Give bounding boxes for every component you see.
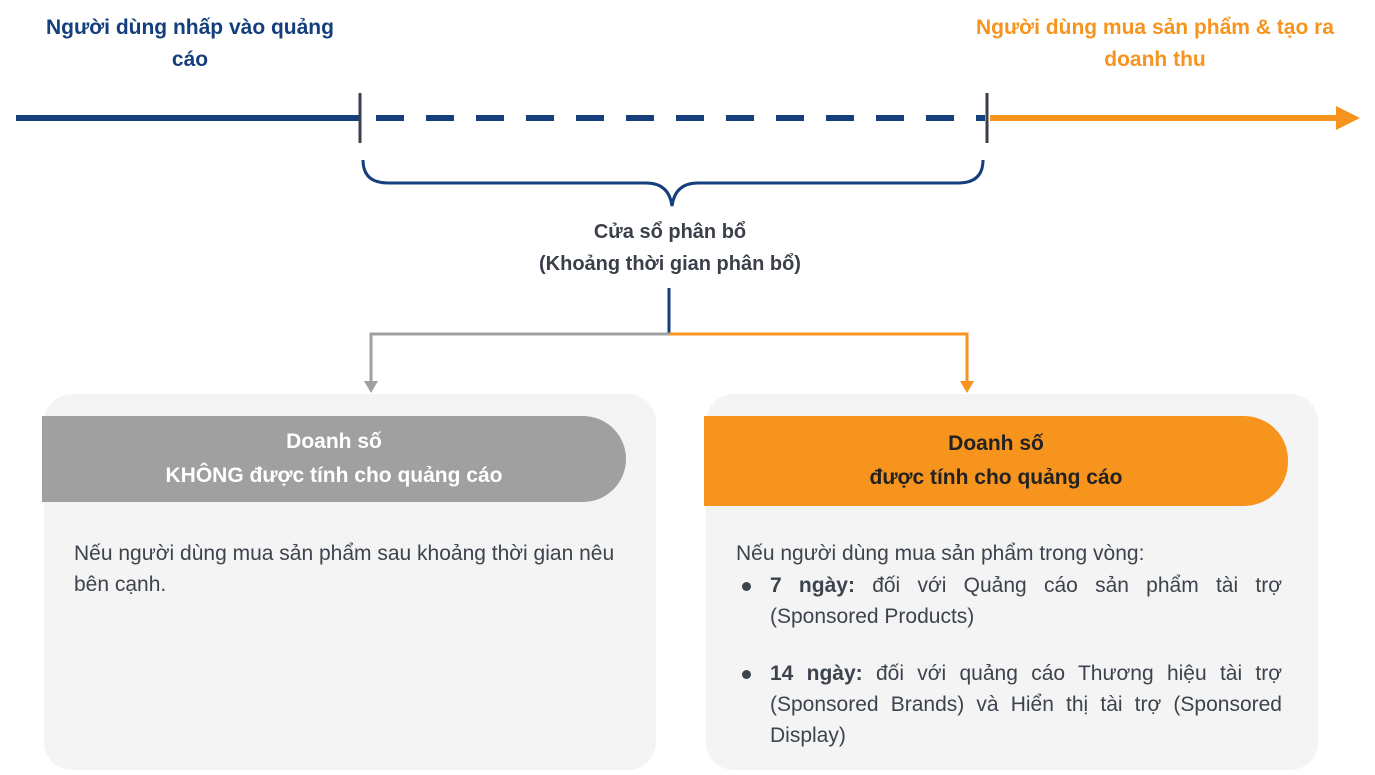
purchase-label: Người dùng mua sản phẩm & tạo ra doanh t… <box>975 16 1334 71</box>
not-attributed-card: Doanh số KHÔNG được tính cho quảng cáo N… <box>42 394 656 770</box>
connector-right-arrowhead <box>960 381 974 393</box>
connector-right <box>669 332 969 383</box>
not-attributed-description: Nếu người dùng mua sản phẩm sau khoảng t… <box>74 542 615 596</box>
list-item: 14 ngày: đối với quảng cáo Thương hiệu t… <box>736 658 1282 751</box>
list-item: 7 ngày: đối với Quảng cáo sản phẩm tài t… <box>736 570 1282 632</box>
attributed-card: Doanh số được tính cho quảng cáo Nếu ngư… <box>704 394 1318 770</box>
click-label: Người dùng nhấp vào quảng cáo <box>46 16 334 71</box>
connector-left <box>369 332 669 383</box>
attributed-banner: Doanh số được tính cho quảng cáo <box>704 416 1288 506</box>
bullet-text: đối với Quảng cáo sản phẩm tài trợ (Spon… <box>770 574 1282 628</box>
attributed-description: Nếu người dùng mua sản phẩm trong vòng: … <box>736 538 1282 751</box>
bullet-days-label: 7 ngày: <box>770 574 855 597</box>
attribution-window-subtitle: (Khoảng thời gian phân bổ) <box>539 253 801 275</box>
bullet-text: đối với quảng cáo Thương hiệu tài trợ (S… <box>770 662 1283 747</box>
attributed-title-line2: được tính cho quảng cáo <box>869 466 1123 489</box>
timeline-arrowhead <box>1336 106 1360 130</box>
attribution-window-title: Cửa sổ phân bổ <box>593 221 747 243</box>
bullet-days-label: 14 ngày: <box>770 662 863 685</box>
attribution-window-label: Cửa sổ phân bổ (Khoảng thời gian phân bổ… <box>480 216 860 280</box>
attribution-window-list: 7 ngày: đối với Quảng cáo sản phẩm tài t… <box>736 570 1282 751</box>
window-brace <box>361 159 985 207</box>
attributed-intro: Nếu người dùng mua sản phẩm trong vòng: <box>736 542 1145 565</box>
not-attributed-title-line2: KHÔNG được tính cho quảng cáo <box>165 464 503 487</box>
attributed-title-line1: Doanh số <box>948 432 1044 455</box>
connector-left-arrowhead <box>364 381 378 393</box>
not-attributed-title-line1: Doanh số <box>286 430 382 453</box>
not-attributed-banner: Doanh số KHÔNG được tính cho quảng cáo <box>42 416 626 502</box>
